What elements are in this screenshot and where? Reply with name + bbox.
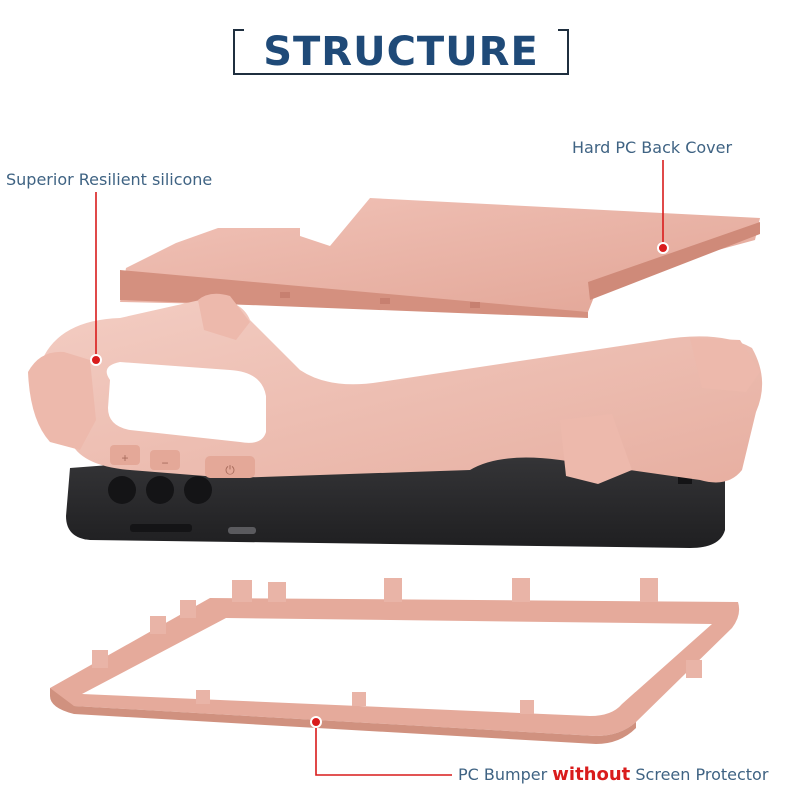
bumper-label: PC Bumper without Screen Protector	[458, 764, 768, 785]
title-frame: STRUCTURE	[232, 28, 570, 76]
volume-down-button	[150, 450, 180, 470]
callout-lines	[95, 160, 664, 776]
page-title: STRUCTURE	[263, 29, 539, 75]
power-button	[205, 456, 255, 478]
callout-dots	[90, 242, 669, 728]
minus-glyph: −	[161, 456, 168, 470]
title-bracket	[233, 29, 569, 75]
bumper-label-emphasis: without	[552, 764, 631, 785]
volume-up-button	[110, 445, 140, 465]
power-glyph: ⏻	[225, 463, 235, 477]
bumper-label-pre: PC Bumper	[458, 765, 553, 784]
silicone-inner-shell: + − ⏻	[28, 293, 763, 484]
back-cover-label: Hard PC Back Cover	[572, 138, 733, 157]
silicone-label: Superior Resilient silicone	[6, 170, 213, 189]
hard-pc-back-cover	[120, 198, 760, 318]
pc-bumper-frame	[50, 578, 740, 744]
bumper-label-post: Screen Protector	[630, 765, 769, 784]
plus-glyph: +	[121, 451, 128, 465]
